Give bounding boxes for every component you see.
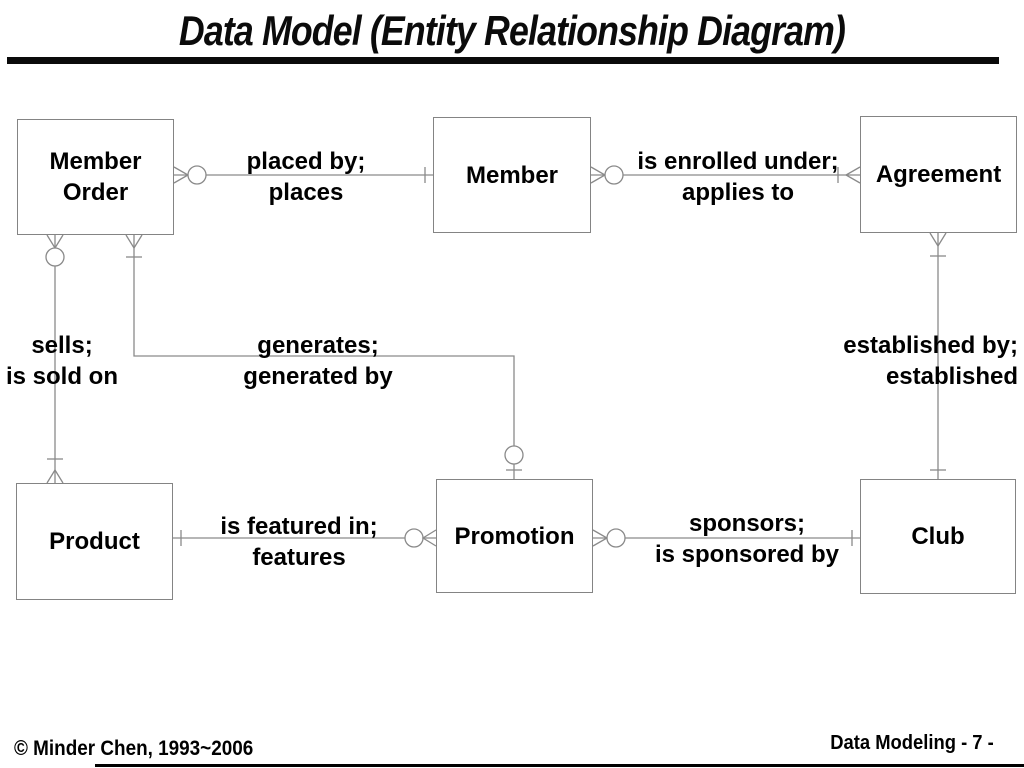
crow-foot-many-icon [929, 232, 947, 248]
relationship-verb: is enrolled under; [637, 148, 839, 175]
footer-copyright: © Minder Chen, 1993~2006 [14, 737, 254, 760]
relationship-verb: placed by; [246, 148, 366, 175]
cardinality-zero-circle-icon [187, 165, 207, 185]
cardinality-zero-circle-icon [45, 247, 65, 267]
relationship-inverse-verb: established [885, 363, 1018, 390]
relationship-label-generates: generates; generated by [216, 330, 420, 392]
cardinality-zero-circle-icon [504, 445, 524, 465]
footer-page-label: Data Modeling - 7 - [830, 732, 994, 754]
connector-promotion-club [592, 528, 860, 548]
connector-member-order-member [173, 165, 433, 185]
entity-name: Club [911, 523, 965, 550]
entity-name: Product [49, 528, 140, 555]
cardinality-zero-circle-icon [404, 528, 424, 548]
crow-foot-many-icon [844, 166, 861, 184]
relationship-inverse-verb: generated by [243, 363, 393, 390]
entity-product: Product [16, 483, 173, 600]
entity-name: Promotion [454, 522, 575, 550]
relationship-inverse-verb: applies to [681, 179, 795, 206]
entity-name: Member [465, 161, 559, 189]
relationship-label-sells: sells; is sold on [0, 330, 124, 392]
entity-member-order: Member Order [17, 119, 174, 235]
relationship-label-established-by: established by; established [818, 330, 1018, 392]
relationship-inverse-verb: is sponsored by [654, 541, 840, 568]
entity-club: Club [860, 479, 1016, 594]
entity-member: Member [433, 117, 591, 233]
crow-foot-many-icon [46, 468, 64, 484]
connector-member-order-product [45, 234, 65, 484]
crow-foot-many-icon [125, 234, 143, 250]
relationship-verb: sells; [31, 332, 93, 359]
relationship-verb: sponsors; [688, 510, 805, 537]
connector-agreement-club [929, 232, 947, 479]
relationship-inverse-verb: places [268, 179, 344, 206]
relationship-inverse-verb: features [252, 544, 346, 571]
bottom-rule [95, 764, 1024, 767]
relationship-verb: generates; [257, 332, 379, 359]
entity-name: Member Order [49, 148, 142, 206]
connector-product-promotion [173, 528, 437, 548]
relationship-label-sponsors: sponsors; is sponsored by [637, 508, 857, 570]
relationship-verb: established by; [843, 332, 1018, 359]
page-title: Data Model (Entity Relationship Diagram) [178, 7, 846, 54]
relationship-verb: is featured in; [220, 513, 378, 540]
entity-name: Agreement [875, 161, 1002, 188]
relationship-inverse-verb: is sold on [5, 363, 118, 390]
title-underline-rule [7, 57, 999, 64]
relationship-label-is-featured-in: is featured in; features [199, 511, 399, 573]
entity-promotion: Promotion [436, 479, 593, 593]
cardinality-zero-circle-icon [604, 165, 624, 185]
crow-foot-many-icon [421, 529, 437, 547]
relationship-label-is-enrolled-under: is enrolled under; applies to [628, 146, 848, 208]
connector-member-order-promotion [125, 234, 524, 479]
cardinality-zero-circle-icon [606, 528, 626, 548]
relationship-label-placed-by: placed by; places [206, 146, 406, 208]
entity-agreement: Agreement [860, 116, 1017, 233]
connector-member-agreement [590, 165, 861, 185]
